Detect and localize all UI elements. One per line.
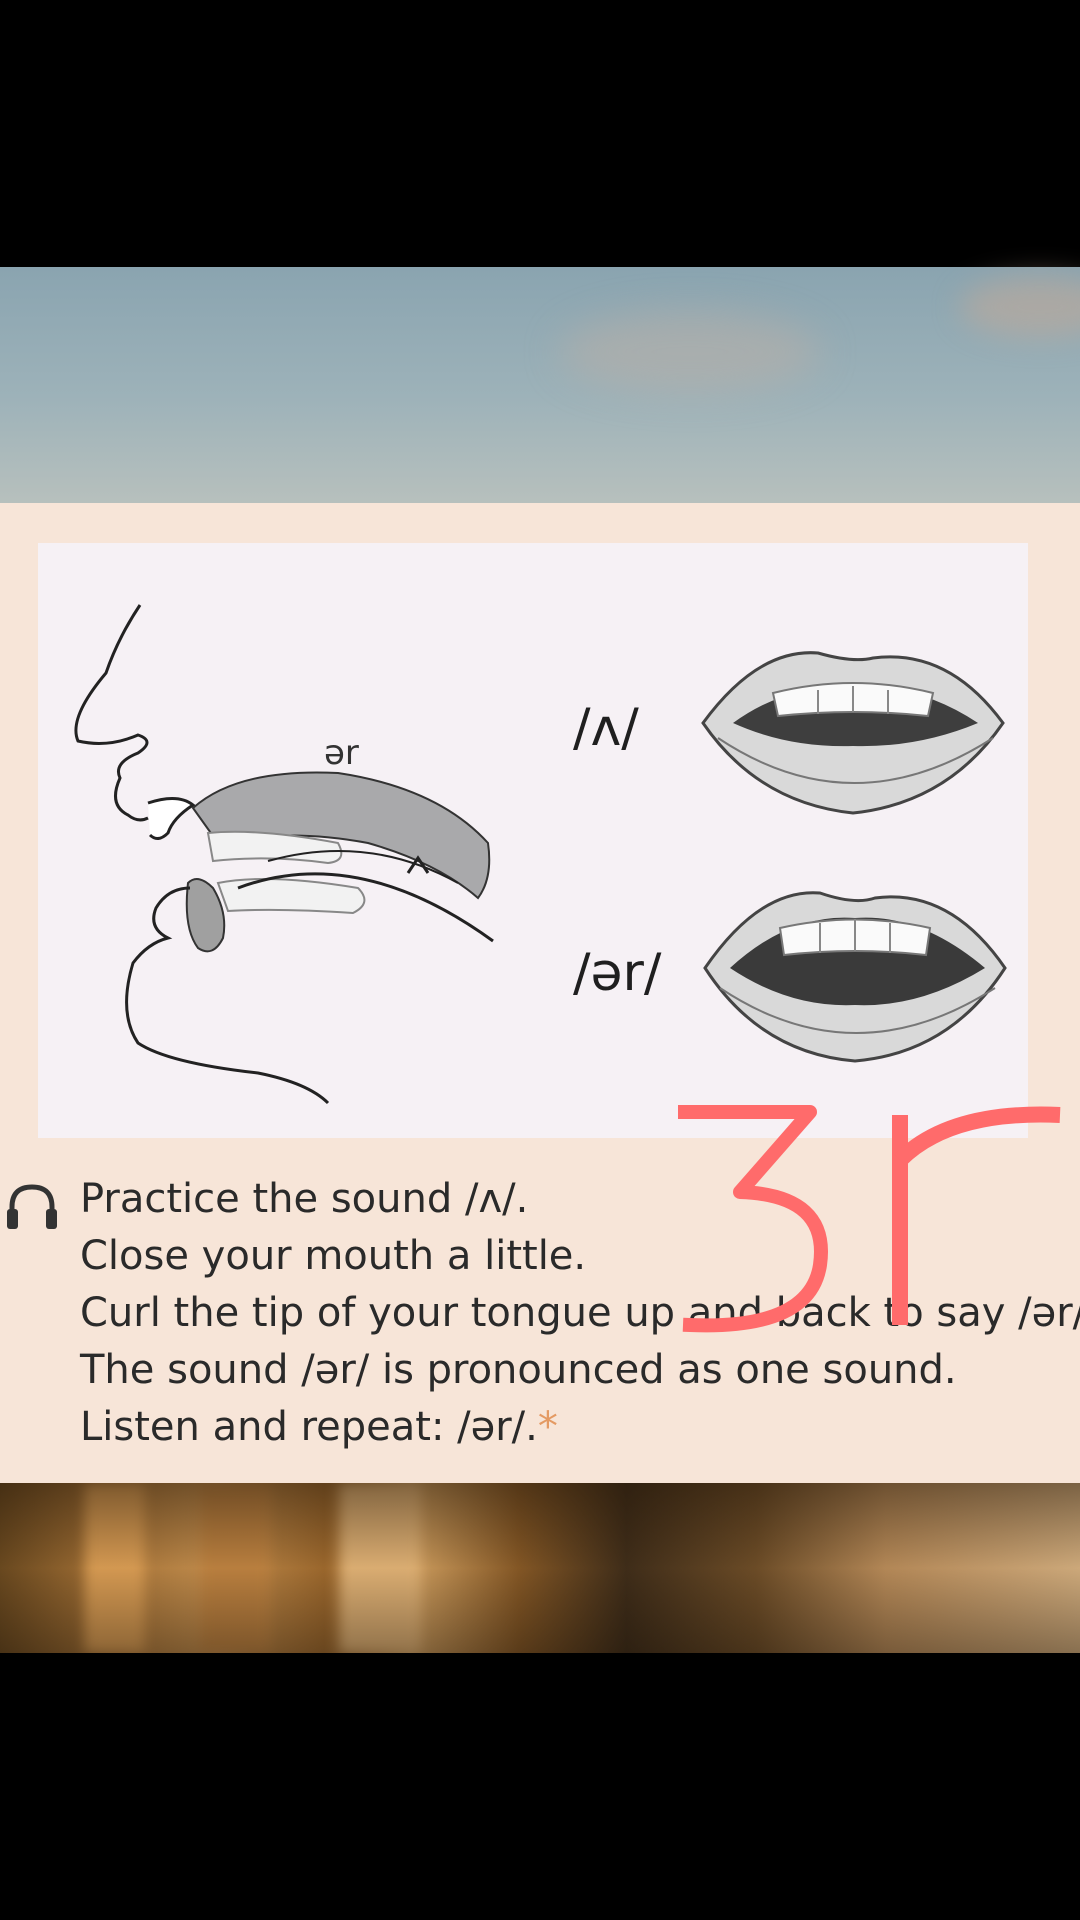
instruction-line: Practice the sound /ʌ/. — [80, 1176, 529, 1222]
tongue-position-label: ər — [324, 733, 359, 773]
asterisk-mark: * — [537, 1404, 558, 1450]
phoneme-label-er: /ər/ — [573, 943, 662, 1003]
headphones-icon[interactable] — [4, 1181, 60, 1233]
instruction-line: Listen and repeat: /ər/. — [80, 1404, 538, 1450]
instructions-text: Practice the sound /ʌ/. Close your mouth… — [80, 1171, 1080, 1456]
cloud — [960, 277, 1080, 337]
mouth-cross-section-illustration — [74, 604, 494, 1105]
handwritten-annotation: 3r — [678, 1105, 1061, 1333]
textbook-page: ər /ʌ/ /ər/ Practice the sound /ʌ/. Clos… — [0, 503, 1080, 1483]
lips-uh-illustration — [701, 651, 1005, 815]
pronunciation-figure: ər /ʌ/ /ər/ — [38, 543, 1028, 1138]
shade-overlay — [0, 1483, 1080, 1653]
phoneme-label-uh: /ʌ/ — [573, 698, 639, 758]
cloud — [560, 312, 820, 392]
photo-background-top — [0, 267, 1080, 503]
instruction-line: Close your mouth a little. — [80, 1233, 587, 1279]
instruction-line: The sound /ər/ is pronounced as one soun… — [80, 1347, 957, 1393]
photo-background-bottom — [0, 1483, 1080, 1653]
lips-er-illustration — [703, 891, 1007, 1063]
instruction-line: Curl the tip of your tongue up and back … — [80, 1290, 1080, 1336]
instruction-line-last: Listen and repeat: /ər/.* — [80, 1399, 1080, 1456]
